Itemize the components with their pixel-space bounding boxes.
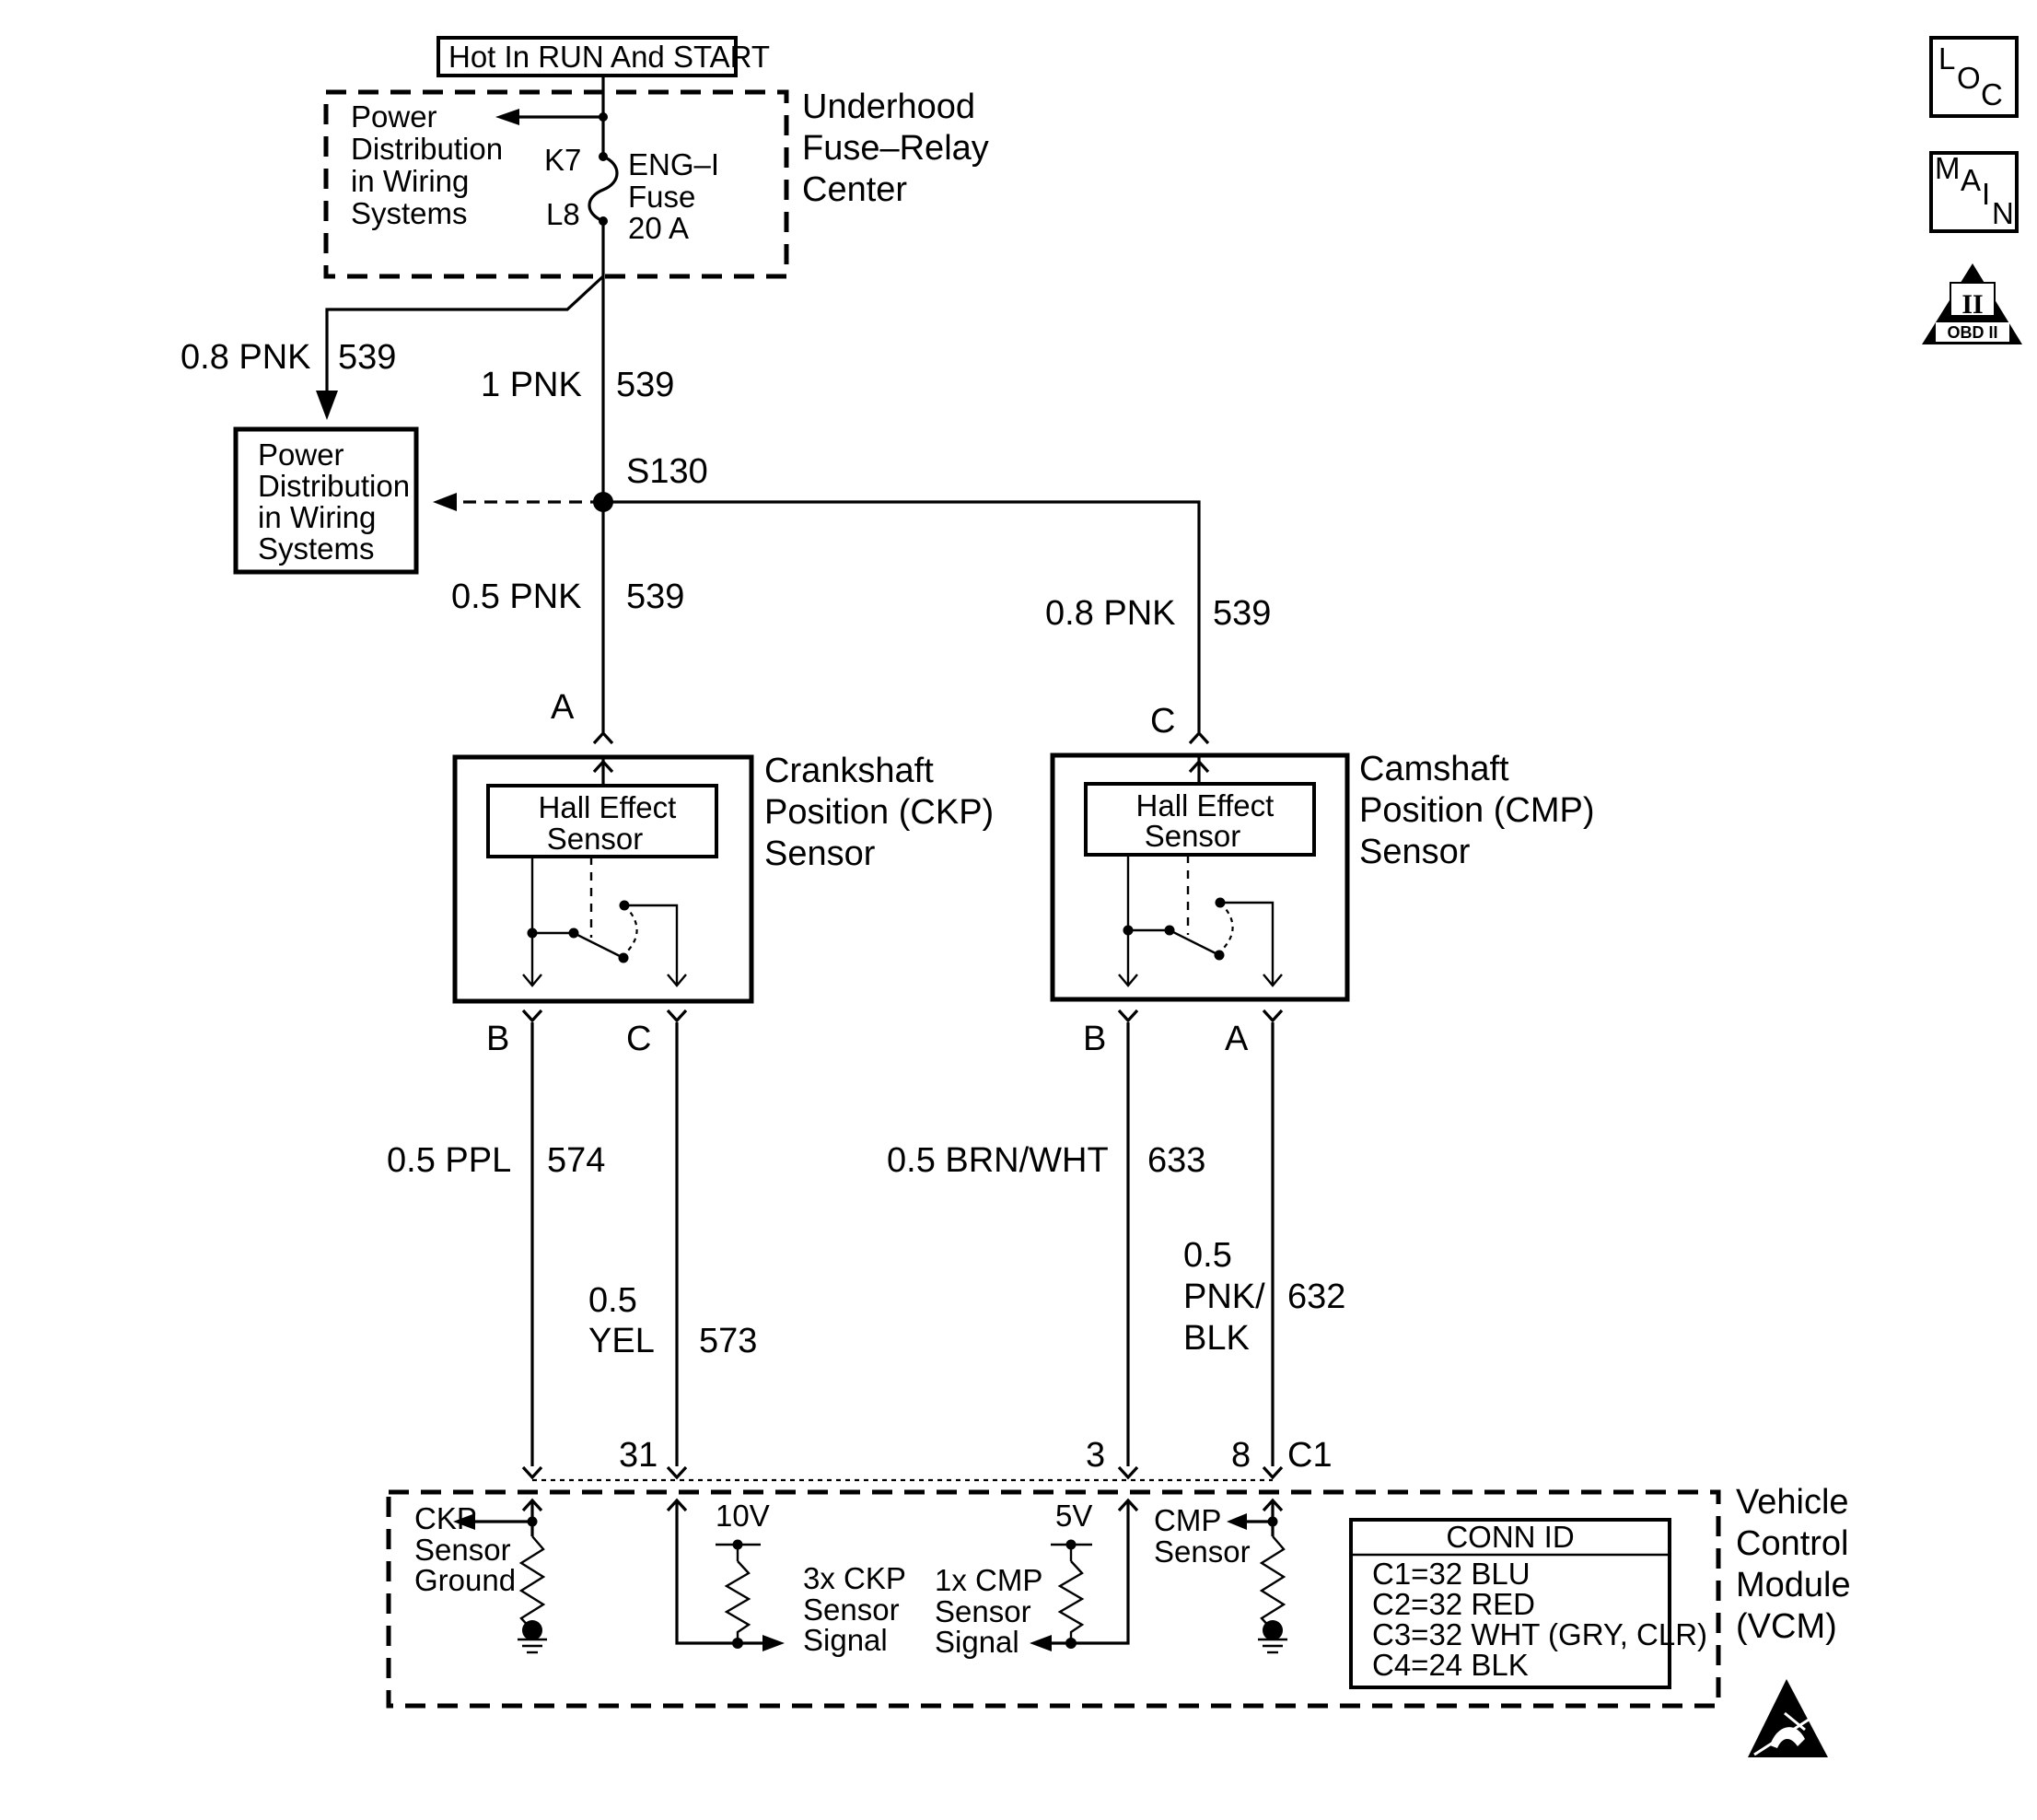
wire-ckp-feed-gauge: 0.5 PNK xyxy=(451,578,582,616)
arrow-right-icon xyxy=(762,1635,785,1651)
vcm-cmp-ground-label: CMP Sensor xyxy=(1154,1503,1251,1569)
vcm-pin-31: 31 xyxy=(619,1436,658,1475)
cmp-sensor-title: Camshaft Position (CMP) Sensor xyxy=(1359,750,1604,871)
svg-text:A: A xyxy=(1961,163,1981,197)
vcm-connector-c1: C1 xyxy=(1287,1436,1333,1475)
ckp-sensor: A Hall Effect Sensor Crankshaft Position… xyxy=(452,688,1004,1058)
fuse-relay-center: Underhood Fuse–Relay Center Power Distri… xyxy=(323,76,998,279)
vcm-module: 31 3 8 C1 CKP Sensor Ground xyxy=(386,1436,1860,1757)
wire-cmp-ground-gauge: 0.5 BRN/WHT xyxy=(887,1141,1109,1180)
ckp-hall-effect-label: Hall Effect Sensor xyxy=(539,790,685,856)
vcm-ckp-signal-label: 3x CKP Sensor Signal xyxy=(803,1561,914,1657)
wire-pd-gauge: 0.8 PNK xyxy=(180,338,311,377)
fuse-center-inner-label: Power Distribution in Wiring Systems xyxy=(351,99,511,230)
fuse-label: ENG–I Fuse 20 A xyxy=(628,147,728,245)
wire-ckp-signal-gauge: 0.5 YEL xyxy=(588,1281,655,1360)
vcm-ref-10v: 10V xyxy=(716,1499,770,1533)
svg-text:C: C xyxy=(1981,77,2003,111)
cmp-hall-effect-label: Hall Effect Sensor xyxy=(1136,788,1283,853)
wire-ckp-ground-gauge: 0.5 PPL xyxy=(387,1141,511,1180)
power-distribution-label: Power Distribution in Wiring Systems xyxy=(258,438,418,566)
svg-text:M: M xyxy=(1935,151,1961,185)
arrow-left-icon xyxy=(1227,1513,1247,1530)
ckp-pin-c: C xyxy=(626,1020,651,1058)
svg-text:N: N xyxy=(1992,196,2014,230)
arrow-left-icon xyxy=(1030,1635,1052,1651)
ground-icon xyxy=(518,1630,547,1654)
power-source-label: Hot In RUN And START xyxy=(448,40,770,74)
sensor-wires: 0.5 PPL 574 0.5 YEL 573 0.5 BRN/WHT 633 … xyxy=(387,1022,1345,1466)
wire-cmp-signal-gauge: 0.5 PNK/ BLK xyxy=(1183,1236,1275,1358)
svg-text:L: L xyxy=(1938,41,1955,76)
cmp-pin-b: B xyxy=(1083,1020,1106,1058)
arrow-left-icon xyxy=(433,493,457,511)
ground-icon xyxy=(1258,1630,1287,1654)
vcm-ref-5v: 5V xyxy=(1055,1499,1092,1533)
cmp-sensor: C Hall Effect Sensor Camshaft Position (… xyxy=(1050,702,1604,1058)
conn-id-row: C2=32 RED xyxy=(1372,1587,1535,1621)
wire-cmp-feed-circuit: 539 xyxy=(1213,594,1271,633)
wire-ckp-ground-circuit: 574 xyxy=(547,1141,605,1180)
wire-cmp-ground-circuit: 633 xyxy=(1147,1141,1205,1180)
vcm-cmp-signal-label: 1x CMP Sensor Signal xyxy=(935,1563,1051,1659)
ckp-pin-b: B xyxy=(486,1020,509,1058)
cmp-pin-a: A xyxy=(1225,1020,1249,1058)
ckp-pin-a: A xyxy=(551,688,575,727)
cmp-pin-c: C xyxy=(1150,702,1175,741)
wire-main-circuit: 539 xyxy=(616,366,674,404)
wire-ckp-signal-circuit: 573 xyxy=(699,1322,757,1360)
vcm-pin-3: 3 xyxy=(1086,1436,1105,1475)
splice-label: S130 xyxy=(626,452,708,491)
wire-cmp-feed-gauge: 0.8 PNK xyxy=(1045,594,1176,633)
arrow-down-icon xyxy=(316,391,338,420)
loc-icon: L O C xyxy=(1929,36,2019,118)
vcm-pin-8: 8 xyxy=(1231,1436,1251,1475)
svg-text:O: O xyxy=(1957,61,1981,95)
esd-warning-icon xyxy=(1748,1679,1828,1757)
terminal-k7: K7 xyxy=(544,143,581,177)
svg-text:OBD II: OBD II xyxy=(1947,323,1997,342)
arrow-left-icon xyxy=(495,109,519,125)
power-distribution-box: Power Distribution in Wiring Systems xyxy=(233,426,419,575)
arrow-left-icon xyxy=(453,1513,475,1530)
svg-text:II: II xyxy=(1961,289,1983,320)
main-icon: M A I N xyxy=(1929,151,2019,233)
wire-main-gauge: 1 PNK xyxy=(481,366,582,404)
wire-cmp-signal-circuit: 632 xyxy=(1287,1278,1345,1316)
fuse-center-title: Underhood Fuse–Relay Center xyxy=(802,88,998,209)
conn-id-row: C3=32 WHT (GRY, CLR) xyxy=(1372,1617,1707,1651)
conn-id-row: C1=32 BLU xyxy=(1372,1557,1531,1591)
svg-text:I: I xyxy=(1982,177,1990,211)
conn-id-row: C4=24 BLK xyxy=(1372,1648,1529,1682)
power-source: Hot In RUN And START xyxy=(436,36,770,77)
feed-wires: 0.8 PNK 539 1 PNK 539 xyxy=(180,274,674,502)
wire-pd-circuit: 539 xyxy=(338,338,396,377)
obd-ii-icon: II OBD II xyxy=(1922,263,2022,344)
terminal-l8: L8 xyxy=(546,197,580,231)
vcm-ckp-ground-label: CKP Sensor Ground xyxy=(414,1501,519,1597)
splice-s130: S130 0.5 PNK 539 0.8 PNK 539 xyxy=(433,452,1271,732)
vcm-title: Vehicle Control Module (VCM) xyxy=(1736,1483,1860,1646)
wire-ckp-feed-circuit: 539 xyxy=(626,578,684,616)
ckp-sensor-title: Crankshaft Position (CKP) Sensor xyxy=(764,752,1004,873)
conn-id-table: CONN ID C1=32 BLU C2=32 RED C3=32 WHT (G… xyxy=(1349,1518,1707,1689)
conn-id-header: CONN ID xyxy=(1446,1520,1574,1554)
